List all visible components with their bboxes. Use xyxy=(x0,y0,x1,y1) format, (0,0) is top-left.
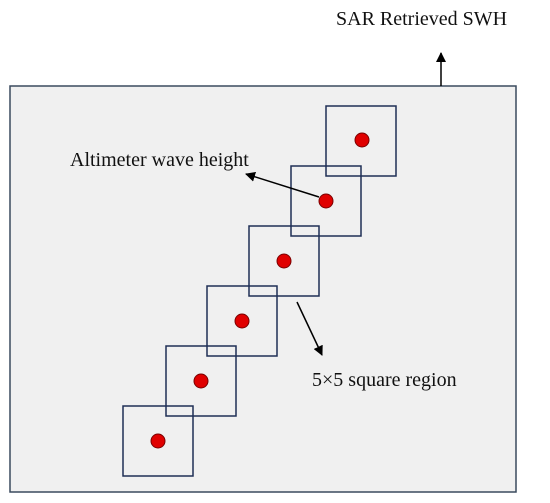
square-region-3 xyxy=(206,285,278,357)
sar-image-frame xyxy=(9,85,517,493)
altimeter-point-6 xyxy=(354,132,370,148)
square-region-1 xyxy=(122,405,194,477)
square-region-4 xyxy=(248,225,320,297)
sar-retrieved-swh-label: SAR Retrieved SWH xyxy=(336,8,508,30)
square-region-label: 5×5 square region xyxy=(312,369,457,391)
altimeter-wave-height-label: Altimeter wave height xyxy=(70,149,249,171)
altimeter-point-5 xyxy=(318,193,334,209)
altimeter-point-4 xyxy=(276,253,292,269)
altimeter-point-1 xyxy=(150,433,166,449)
square-region-6 xyxy=(325,105,397,177)
square-region-group xyxy=(122,105,397,477)
square-region-2 xyxy=(165,345,237,417)
altimeter-arrow xyxy=(245,171,320,198)
altimeter-point-2 xyxy=(193,373,209,389)
square-region-arrow xyxy=(296,301,323,356)
altimeter-point-group xyxy=(150,132,370,449)
altimeter-point-3 xyxy=(234,313,250,329)
